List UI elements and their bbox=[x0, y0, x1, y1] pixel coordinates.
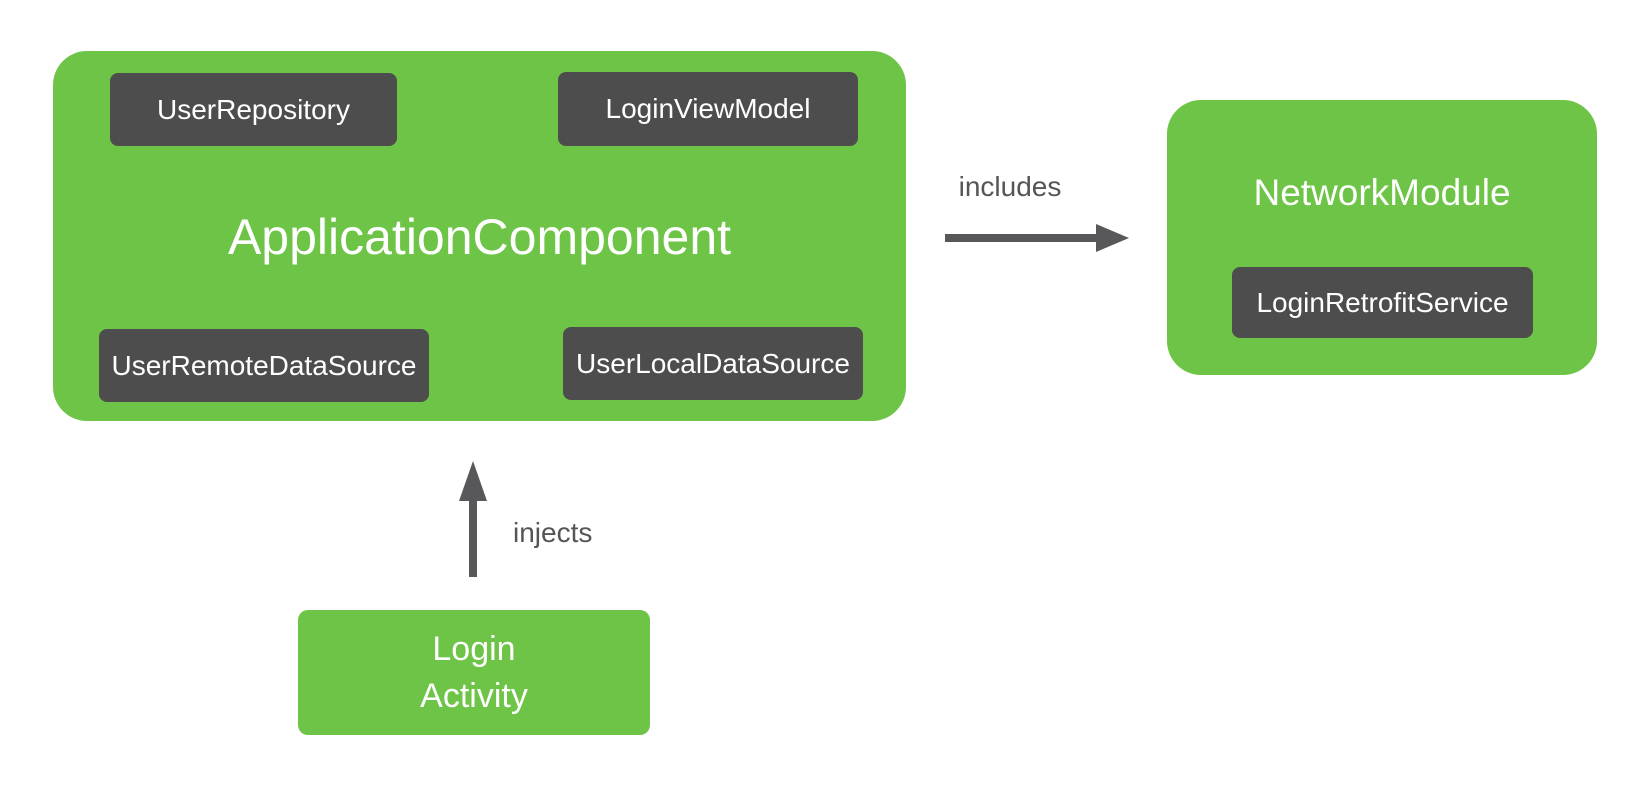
network-module-box: NetworkModule LoginRetrofitService bbox=[1167, 100, 1597, 375]
user-repository-chip: UserRepository bbox=[110, 73, 397, 146]
user-local-data-source-chip: UserLocalDataSource bbox=[563, 327, 863, 400]
injects-edge-label: injects bbox=[513, 517, 593, 548]
injects-arrowhead-icon bbox=[459, 461, 487, 501]
login-activity-box: Login Activity bbox=[298, 610, 650, 735]
network-module-title: NetworkModule bbox=[1253, 172, 1511, 213]
includes-edge-label: includes bbox=[958, 171, 1062, 202]
application-component-box: UserRepository LoginViewModel Applicatio… bbox=[53, 51, 906, 421]
user-remote-data-source-chip: UserRemoteDataSource bbox=[99, 329, 429, 402]
injects-arrow-line bbox=[469, 499, 477, 577]
login-retrofit-service-chip: LoginRetrofitService bbox=[1232, 267, 1533, 338]
includes-arrow-line bbox=[945, 234, 1097, 242]
application-component-title: ApplicationComponent bbox=[227, 209, 732, 265]
login-view-model-chip: LoginViewModel bbox=[558, 72, 858, 146]
includes-arrowhead-icon bbox=[1096, 224, 1129, 252]
